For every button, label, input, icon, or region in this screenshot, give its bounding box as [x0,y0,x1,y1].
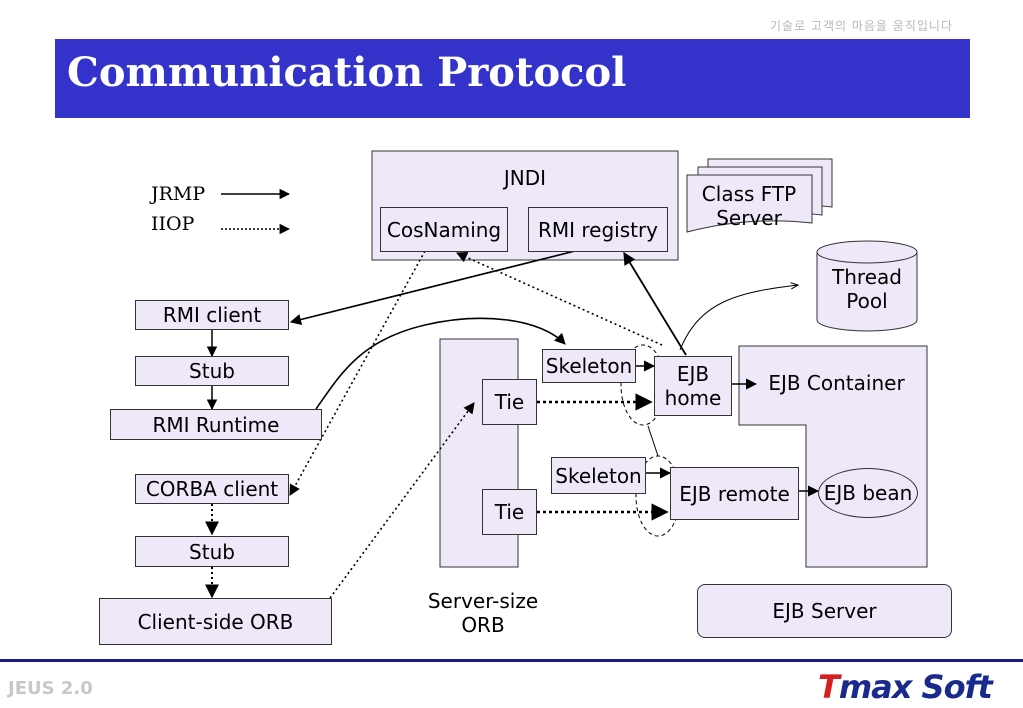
class-ftp-server-shape [686,158,833,233]
tagline: 기술로 고객의 마음을 움직입니다 [769,19,953,33]
ejb-server-box: EJB Server [697,584,952,638]
skeleton-box-2: Skeleton [551,457,646,494]
rmi-runtime-box: RMI Runtime [110,409,322,440]
jndi-title: JNDI [503,166,547,190]
title-bar: Communication Protocol [55,39,970,118]
ejb-remote-box: EJB remote [670,467,799,520]
corba-client-box: CORBA client [135,474,289,504]
class-ftp-server-label: Class FTP Server [701,182,797,230]
thread-pool-cylinder [816,240,918,332]
stub-box-corba: Stub [135,536,289,567]
stub-box-rmi: Stub [135,356,289,386]
server-orb-label: Server-size ORB [427,589,539,637]
tie-box-1: Tie [482,379,537,425]
page-title: Communication Protocol [67,49,627,96]
ejb-container-label: EJB Container [768,371,905,395]
tie-box-2: Tie [482,489,537,535]
thread-pool-label: Thread Pool [832,265,902,313]
skeleton-box-1: Skeleton [542,349,636,383]
ejb-bean-ellipse: EJB bean [818,468,918,518]
rmi-client-box: RMI client [135,300,289,330]
legend-jrmp: JRMP [151,183,206,205]
ejb-home-box: EJB home [654,356,732,416]
legend-iiop: IIOP [151,213,195,235]
footer-product: JEUS 2.0 [8,678,93,699]
cosnaming-box: CosNaming [380,207,508,252]
rmi-registry-box: RMI registry [528,207,668,252]
client-side-orb-box: Client-side ORB [99,598,332,645]
tmax-soft-logo: Tmax Soft [818,668,993,706]
footer-divider [0,659,1023,662]
